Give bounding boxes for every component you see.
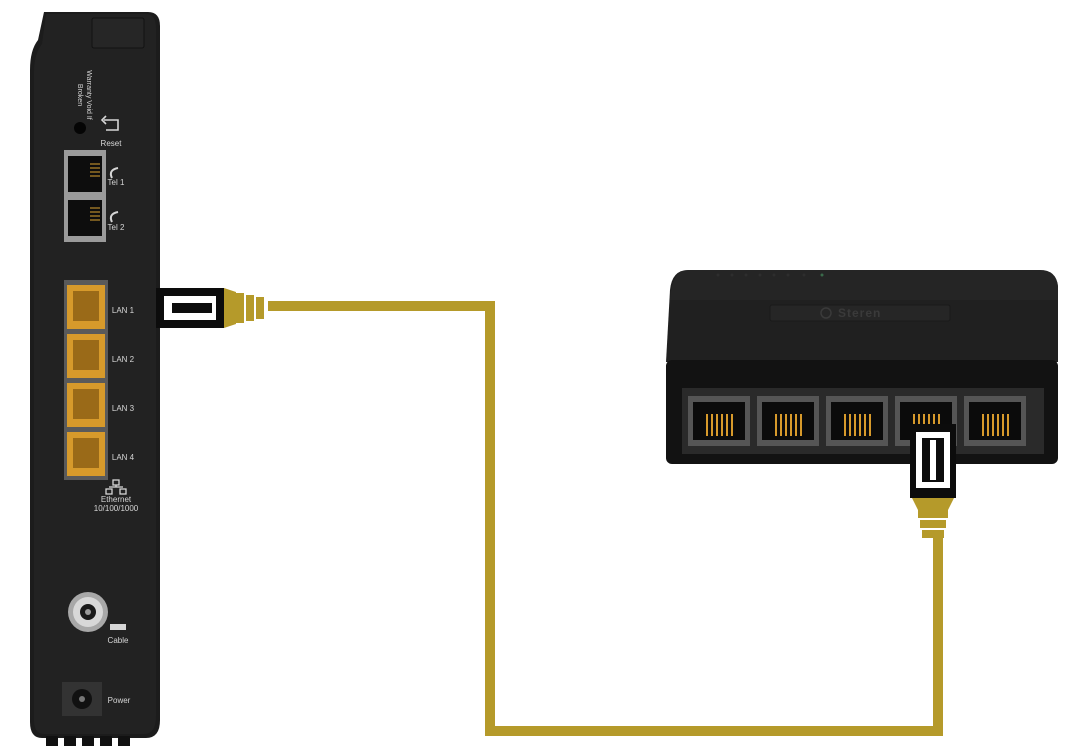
switch-port: [964, 396, 1026, 446]
tel-port-label-2: Tel 2: [107, 223, 125, 232]
tel-port-label-1: Tel 1: [107, 178, 125, 187]
lan-port-block: [64, 280, 108, 480]
lan-port-label-2: LAN 2: [111, 355, 135, 364]
power-jack: [62, 682, 102, 716]
switch-brand-label: Steren: [838, 306, 882, 320]
reset-icon: [100, 115, 119, 131]
port-pin: [1002, 414, 1004, 436]
port-pin: [706, 414, 708, 436]
coax-connector: [68, 592, 108, 632]
port-pin: [716, 414, 718, 436]
reset-button-hole: [74, 122, 86, 134]
network-switch: [666, 270, 1058, 464]
cable-icon: [110, 624, 126, 630]
port-pin: [987, 414, 989, 436]
port-pin: [859, 414, 861, 436]
port-pin: [844, 414, 846, 436]
power-label: Power: [107, 696, 131, 705]
phone-icon: [109, 167, 119, 179]
tel-port-block: [64, 150, 106, 242]
lan-port-label-3: LAN 3: [111, 404, 135, 413]
phone-icon: [109, 211, 119, 223]
port-pin: [795, 414, 797, 436]
port-pin: [790, 414, 792, 436]
ethernet-cable: [268, 301, 943, 736]
port-pin: [711, 414, 713, 436]
port-pin: [731, 414, 733, 436]
lan-port-label-4: LAN 4: [111, 453, 135, 462]
port-pin: [992, 414, 994, 436]
switch-port: [688, 396, 750, 446]
port-pin: [780, 414, 782, 436]
rj45-plug-switch: [910, 424, 956, 538]
port-pin: [726, 414, 728, 436]
rj45-plug-modem: [156, 288, 264, 328]
port-pin: [982, 414, 984, 436]
port-pin: [997, 414, 999, 436]
lan-port-label-1: LAN 1: [111, 306, 135, 315]
ethernet-speed-label: 10/100/1000: [93, 504, 139, 513]
port-pin: [785, 414, 787, 436]
led-row: [716, 273, 824, 277]
port-pin: [854, 414, 856, 436]
reset-label: Reset: [100, 139, 122, 148]
ethernet-icon: [105, 479, 127, 495]
port-pin: [864, 414, 866, 436]
port-pin: [849, 414, 851, 436]
port-pin: [1007, 414, 1009, 436]
port-pin: [869, 414, 871, 436]
cable-label: Cable: [107, 636, 129, 645]
warranty-label: Warranty Void If Broken: [76, 70, 92, 120]
ethernet-label: Ethernet: [100, 495, 132, 504]
port-pin: [800, 414, 802, 436]
cable-modem: [30, 12, 160, 746]
switch-port-row: [688, 396, 1026, 446]
switch-port: [757, 396, 819, 446]
steren-logo-icon: [820, 307, 832, 319]
port-pin: [721, 414, 723, 436]
switch-port: [826, 396, 888, 446]
port-pin: [775, 414, 777, 436]
